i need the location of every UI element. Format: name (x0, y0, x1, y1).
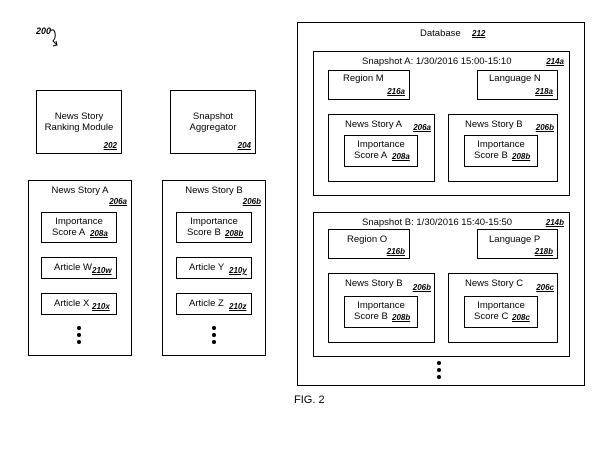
region-m-label: Region M (343, 73, 384, 84)
figure-ref-label: 200 (36, 26, 52, 36)
story-b-score-ref: 208b (225, 229, 244, 238)
database-continuation-dots (436, 361, 442, 382)
snapshot-b-score-b-box: Importance Score B 208b (344, 296, 418, 328)
article-z-ref: 210z (229, 302, 247, 311)
article-w-box: Article W 210w (41, 257, 117, 279)
snapshot-a-score-b-ref: 208b (512, 152, 531, 161)
article-x-label: Article X (54, 298, 90, 309)
snapshot-a-ref: 214a (546, 57, 564, 66)
ranking-module-line2: Ranking Module (44, 122, 114, 133)
region-m-box: Region M 216a (328, 70, 410, 100)
snapshot-a-score-a-ref: 208a (392, 152, 410, 161)
database-box: Database 212 Snapshot A: 1/30/2016 15:00… (297, 22, 585, 386)
snapshot-b-score-b-ref: 208b (392, 313, 411, 322)
snapshot-a-score-a-box: Importance Score A 208a (344, 135, 418, 167)
story-b-score-line2: Score B (187, 227, 221, 238)
database-title: Database (420, 28, 461, 39)
article-w-ref: 210w (92, 266, 112, 275)
language-n-label: Language N (489, 73, 541, 84)
language-n-ref: 218a (535, 87, 553, 96)
story-a-score-ref: 208a (90, 229, 108, 238)
snapshot-a-story-a-title: News Story A (345, 119, 403, 130)
region-o-box: Region O 216b (328, 229, 410, 259)
snapshot-b-story-c-ref: 206c (536, 283, 554, 292)
figure-caption: FIG. 2 (294, 394, 325, 406)
snapshot-a-score-a-line1: Importance (357, 139, 405, 150)
article-z-label: Article Z (189, 298, 224, 309)
snapshot-b-story-b-box: News Story B 206b Importance Score B 208… (328, 273, 435, 343)
story-b-panel: News Story B 206b Importance Score B 208… (162, 180, 266, 356)
snapshot-b-box: Snapshot B: 1/30/2016 15:40-15:50 214b R… (313, 212, 570, 357)
language-p-box: Language P 218b (477, 229, 558, 259)
language-p-ref: 218b (534, 247, 553, 256)
region-o-label: Region O (347, 234, 388, 245)
article-y-box: Article Y 210y (176, 257, 252, 279)
snapshot-b-score-b-line1: Importance (357, 300, 405, 311)
snapshot-b-title: Snapshot B: 1/30/2016 15:40-15:50 (362, 217, 513, 228)
snapshot-a-score-b-box: Importance Score B 208b (464, 135, 538, 167)
aggregator-ref: 204 (237, 141, 251, 150)
story-a-score-box: Importance Score A 208a (41, 212, 117, 243)
story-a-panel: News Story A 206a Importance Score A 208… (28, 180, 132, 356)
story-a-panel-title: News Story A (51, 185, 109, 196)
article-y-label: Article Y (189, 262, 225, 273)
snapshot-a-story-a-ref: 206a (413, 123, 431, 132)
aggregator-line2: Aggregator (189, 122, 237, 133)
story-b-score-line1: Importance (190, 216, 238, 227)
snapshot-a-title: Snapshot A: 1/30/2016 15:00-15:10 (362, 56, 512, 67)
snapshot-b-story-b-title: News Story B (345, 278, 403, 289)
database-ref: 212 (472, 29, 486, 38)
snapshot-b-score-c-ref: 208c (512, 313, 530, 322)
article-x-box: Article X 210x (41, 293, 117, 315)
snapshot-a-story-a-box: News Story A 206a Importance Score A 208… (328, 114, 435, 182)
story-a-panel-ref: 206a (109, 197, 127, 206)
snapshot-a-story-b-ref: 206b (535, 123, 554, 132)
article-y-ref: 210y (229, 266, 247, 275)
region-o-ref: 216b (386, 247, 405, 256)
story-a-score-line2: Score A (52, 227, 86, 238)
snapshot-b-score-c-box: Importance Score C 208c (464, 296, 538, 328)
article-w-label: Article W (54, 262, 92, 273)
snapshot-a-score-b-line2: Score B (474, 150, 508, 161)
region-m-ref: 216a (387, 87, 405, 96)
aggregator-box: Snapshot Aggregator 204 (170, 90, 256, 154)
article-z-box: Article Z 210z (176, 293, 252, 315)
snapshot-b-story-b-ref: 206b (412, 283, 431, 292)
snapshot-b-score-b-line2: Score B (354, 311, 388, 322)
snapshot-b-score-c-line1: Importance (477, 300, 525, 311)
story-b-panel-ref: 206b (242, 197, 261, 206)
article-x-ref: 210x (92, 302, 110, 311)
language-n-box: Language N 218a (477, 70, 558, 100)
snapshot-a-box: Snapshot A: 1/30/2016 15:00-15:10 214a R… (313, 51, 570, 196)
snapshot-a-score-b-line1: Importance (477, 139, 525, 150)
snapshot-b-score-c-line2: Score C (474, 311, 509, 322)
snapshot-a-story-b-title: News Story B (465, 119, 523, 130)
ranking-module-box: News Story Ranking Module 202 (36, 90, 122, 154)
story-b-score-box: Importance Score B 208b (176, 212, 252, 243)
ranking-module-ref: 202 (103, 141, 117, 150)
snapshot-b-ref: 214b (545, 218, 564, 227)
snapshot-b-story-c-box: News Story C 206c Importance Score C 208… (448, 273, 558, 343)
story-b-panel-title: News Story B (185, 185, 243, 196)
aggregator-line1: Snapshot (192, 111, 234, 122)
language-p-label: Language P (489, 234, 541, 245)
snapshot-a-story-b-box: News Story B 206b Importance Score B 208… (448, 114, 558, 182)
story-a-score-line1: Importance (55, 216, 103, 227)
snapshot-a-score-a-line2: Score A (354, 150, 388, 161)
ranking-module-line1: News Story (54, 111, 104, 122)
story-b-continuation-dots (211, 326, 217, 347)
story-a-continuation-dots (76, 326, 82, 347)
snapshot-b-story-c-title: News Story C (465, 278, 524, 289)
